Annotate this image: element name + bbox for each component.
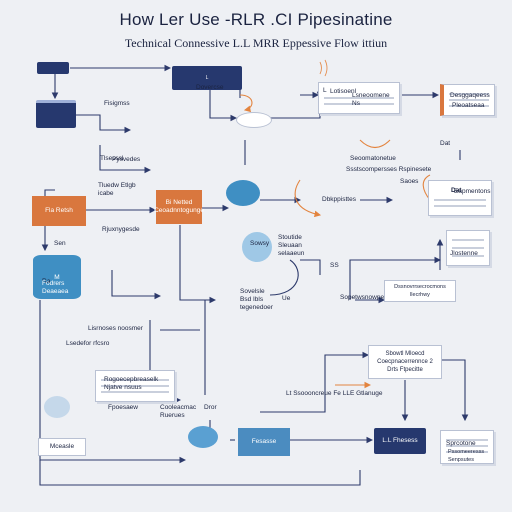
edge <box>99 145 152 174</box>
node-bottom-right-doc <box>440 430 494 464</box>
node-center-right-box: Sbowtl Mloecd Coecpnacerrennce 2 Drts Ft… <box>368 345 442 379</box>
label-l1: Fisigmss <box>104 100 130 107</box>
accent-edge <box>294 179 322 218</box>
label-l7: Stoutide Sleuaan selaaeun <box>278 234 305 257</box>
edge <box>209 90 238 122</box>
db-label: M <box>54 273 60 281</box>
edge <box>349 256 442 300</box>
label-l17: SS <box>330 262 339 269</box>
node-orange-left: Fla Retsh <box>32 196 86 226</box>
label-l29: Ra <box>42 278 51 285</box>
label-l19: Dbkppisttes <box>322 196 356 203</box>
node-gray-right-card <box>446 230 490 266</box>
node-top-right-card: L <box>318 82 400 114</box>
label-l6: Sowsy <box>250 240 270 247</box>
card-label: Dat <box>451 187 462 194</box>
node-orange-mid: Bi Netted Ceoadnntogunge <box>154 190 204 224</box>
node-label: L <box>205 75 209 81</box>
label-l33: Pssomeeresss Senpsutes <box>448 449 485 463</box>
label-l2: Tlsesssl <box>100 155 124 162</box>
cloud-icon <box>242 232 272 262</box>
node-tl-navy <box>36 100 76 128</box>
diagram-title: How Ler Use -RLR .CI Pipesinatine <box>119 10 393 29</box>
node-doc-top-right <box>440 84 495 116</box>
cloud-icon <box>44 396 70 418</box>
label-l11: Lsedefor rfcsro <box>66 340 110 347</box>
label-l3: Tluedw Etlgb icabe <box>98 182 136 197</box>
edge <box>260 351 370 413</box>
pill-icon <box>236 112 272 128</box>
label-l31: Dovercse <box>196 84 224 91</box>
label-l12: Rogoecepbreaselk Njatve nsuus <box>104 376 159 391</box>
label-l21: Ssstscompersses Rspinesete <box>346 166 432 173</box>
label-l10: Lisrnoses noosmer <box>88 325 143 332</box>
node-mid-right-box: Dssnovrrsecrocmons llecrhwy <box>384 280 456 302</box>
label-l27: Desggaqeess <box>450 92 490 99</box>
label-l34: Fodrers Deaeaea <box>42 280 69 295</box>
node-left-list-card <box>95 370 175 402</box>
node-right-card: Dat <box>428 180 492 216</box>
label-l14: Cooleacmac Ruerues <box>160 404 197 419</box>
node-bottom-right-navy: L.L Fhesess <box>374 428 426 454</box>
node-top-navy-center: L <box>172 66 242 90</box>
edge <box>440 359 469 422</box>
accent-edge <box>239 94 253 113</box>
label-l26: Jlostenne <box>450 250 478 257</box>
label-l15: Dror <box>204 404 217 411</box>
accent-edge <box>359 139 391 149</box>
node-bottom-left-white: Mceasle <box>38 438 86 456</box>
label-l8: Sovelsle Bsd Ibls tegenedoer <box>240 288 273 311</box>
card-label: L <box>323 87 327 94</box>
label-l22: Seoomatonetue <box>350 155 396 162</box>
label-l32: Sprcotone <box>446 440 476 447</box>
edge <box>39 460 361 486</box>
label-l23: Saoes <box>400 178 419 185</box>
label-l9: Ue <box>282 295 291 302</box>
edge <box>41 189 55 252</box>
edge <box>262 86 324 119</box>
label-l35: Lsneoomene Ns <box>352 92 390 107</box>
label-l5: Sen <box>54 240 66 247</box>
edge <box>179 225 217 304</box>
label-l24: Eapmentons <box>454 188 491 195</box>
label-l18: Sopetwsnowpe <box>340 294 385 301</box>
diagram-subtitle: Technical Connessive L.L MRR Eppessive F… <box>124 36 388 50</box>
edge <box>300 259 321 275</box>
cloud-icon <box>226 180 260 206</box>
edge <box>75 114 132 134</box>
cloud-icon <box>188 426 218 448</box>
node-database-left: M <box>33 255 81 299</box>
label-l30: Lotisoenl <box>330 88 357 95</box>
label-l16: Lt Ssoooncreue Fe LLE Gtlanuge <box>286 390 383 397</box>
label-l20: Pysvedes <box>112 156 141 163</box>
edge <box>269 259 299 296</box>
label-l13: Fpoesaew <box>108 404 138 411</box>
node-top-left-small <box>37 62 69 74</box>
node-bottom-blue: Fesasse <box>238 428 290 456</box>
label-l28: Pleoatseaa <box>452 102 485 109</box>
label-l25: Dat <box>440 140 451 147</box>
label-l4: Rjuxnygesde <box>102 226 140 233</box>
edge <box>111 270 162 300</box>
